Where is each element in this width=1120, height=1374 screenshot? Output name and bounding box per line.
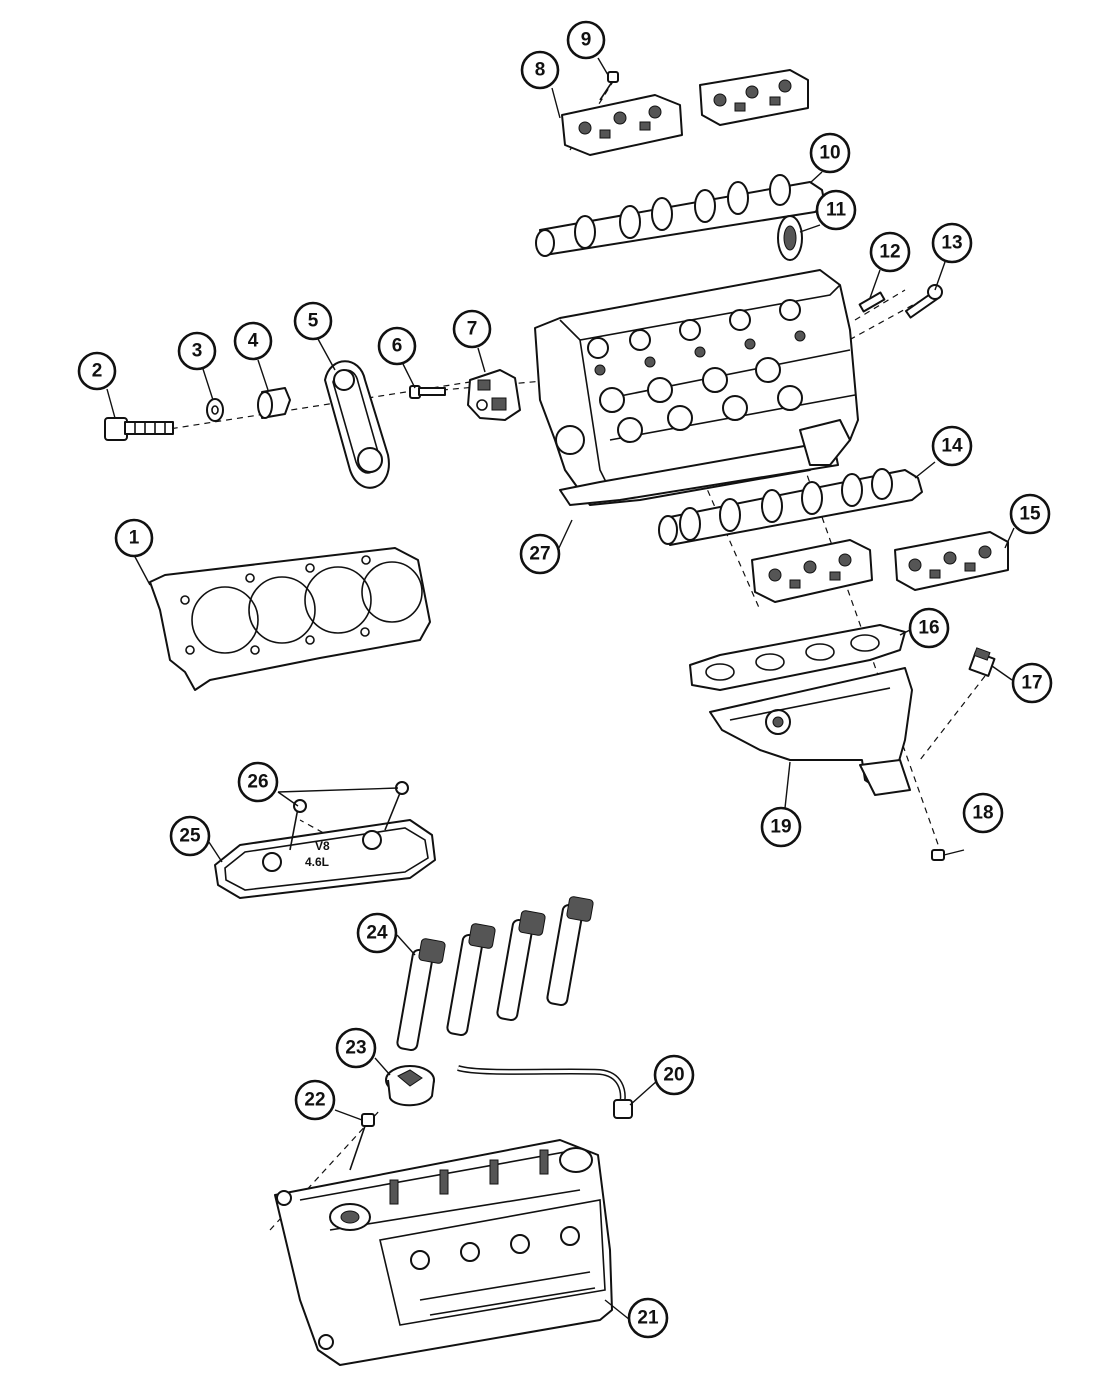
svg-text:7: 7 (467, 319, 478, 340)
svg-text:27: 27 (529, 544, 550, 565)
callout-6: 6 (377, 326, 417, 366)
head-gasket (149, 547, 431, 691)
svg-text:26: 26 (247, 772, 268, 793)
svg-text:17: 17 (1021, 673, 1042, 694)
callout-15: 15 (1009, 493, 1051, 535)
stud-13 (904, 284, 943, 319)
camshaft-cap-rear-lower (894, 531, 1009, 591)
tensioner-bolt (409, 385, 446, 399)
svg-text:19: 19 (770, 817, 791, 838)
svg-text:10: 10 (819, 143, 840, 164)
callout-18: 18 (962, 792, 1004, 834)
cover-bolts (289, 781, 409, 851)
cap-bolt (599, 71, 619, 101)
cylinder-head (534, 269, 859, 506)
oxygen-sensor (968, 647, 996, 677)
svg-text:14: 14 (941, 436, 963, 457)
camshaft-lower (658, 468, 923, 546)
callout-20: 20 (653, 1054, 695, 1096)
svg-text:21: 21 (637, 1308, 659, 1329)
oil-filler-cap (385, 1065, 435, 1107)
sprocket-bolt (104, 417, 174, 441)
callout-23: 23 (335, 1027, 377, 1069)
callout-1: 1 (114, 518, 154, 558)
washer (206, 398, 224, 422)
chain-tensioner (467, 369, 521, 421)
timing-chain (324, 360, 390, 489)
callout-17: 17 (1011, 662, 1053, 704)
callout-9: 9 (566, 20, 606, 60)
valve-cover-gasket: V8 4.6L (214, 819, 436, 899)
svg-text:2: 2 (92, 361, 103, 382)
exhaust-manifold (709, 667, 913, 796)
callout-16: 16 (908, 607, 950, 649)
svg-text:25: 25 (179, 826, 201, 847)
svg-text:5: 5 (308, 311, 319, 332)
callout-22: 22 (294, 1079, 336, 1121)
callout-14: 14 (931, 425, 973, 467)
svg-text:23: 23 (345, 1038, 366, 1059)
callout-10: 10 (809, 132, 851, 174)
callout-27: 27 (519, 533, 561, 575)
cover-marking-line2: 4.6L (305, 855, 329, 869)
svg-text:3: 3 (192, 341, 203, 362)
camshaft-gear (777, 215, 803, 261)
svg-text:13: 13 (941, 233, 962, 254)
callout-19: 19 (760, 806, 802, 848)
svg-text:16: 16 (918, 618, 939, 639)
callout-13: 13 (931, 222, 973, 264)
callout-26: 26 (237, 761, 279, 803)
svg-text:11: 11 (826, 200, 847, 221)
exhaust-gasket (689, 624, 906, 691)
camshaft-cap-rear-upper (699, 69, 809, 126)
svg-text:22: 22 (304, 1090, 325, 1111)
svg-text:12: 12 (879, 242, 900, 263)
callout-12: 12 (869, 231, 911, 273)
svg-text:8: 8 (535, 60, 546, 81)
svg-text:6: 6 (392, 336, 403, 357)
ignition-coils (396, 896, 594, 1052)
callout-5: 5 (293, 301, 333, 341)
callout-25: 25 (169, 815, 211, 857)
svg-text:4: 4 (248, 331, 259, 352)
cover-bolt (349, 1113, 375, 1171)
callout-3: 3 (177, 331, 217, 371)
breather-tube (457, 1065, 633, 1119)
svg-text:24: 24 (366, 923, 388, 944)
svg-text:18: 18 (972, 803, 993, 824)
callout-4: 4 (233, 321, 273, 361)
camshaft-cap-front-upper (561, 94, 683, 156)
callout-8: 8 (520, 50, 560, 90)
svg-text:20: 20 (663, 1065, 684, 1086)
manifold-nut (931, 849, 945, 861)
svg-text:15: 15 (1019, 504, 1041, 525)
svg-text:1: 1 (129, 528, 140, 549)
callout-11: 11 (815, 189, 857, 231)
camshaft-cap-front-lower (751, 539, 873, 603)
cover-marking-line1: V8 (315, 839, 330, 853)
stud-12 (858, 291, 886, 313)
callout-7: 7 (452, 309, 492, 349)
leader-lines (106, 57, 1015, 1321)
callout-2: 2 (77, 351, 117, 391)
valve-cover (274, 1139, 613, 1366)
callout-24: 24 (356, 912, 398, 954)
bushing (257, 387, 291, 419)
svg-text:9: 9 (581, 30, 592, 51)
callout-21: 21 (627, 1297, 669, 1339)
